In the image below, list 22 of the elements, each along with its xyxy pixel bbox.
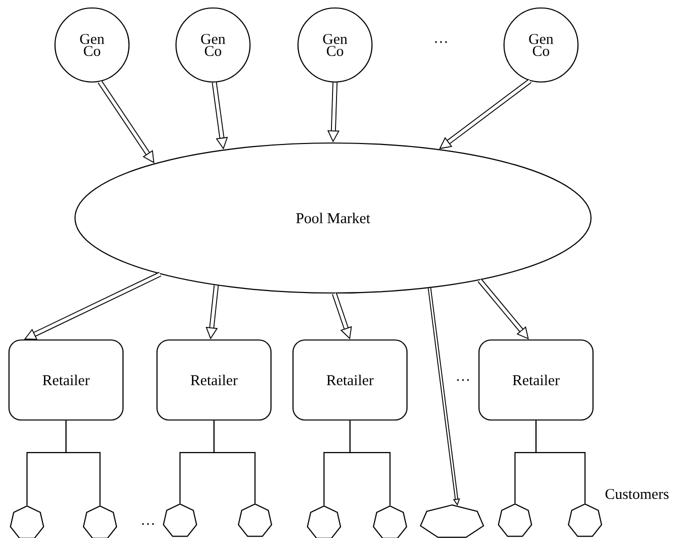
ellipsis: … <box>142 523 154 525</box>
customer-heptagon <box>498 503 532 537</box>
retailer-box: Retailer <box>8 339 124 421</box>
customer-heptagon <box>10 505 44 538</box>
customer-heptagon <box>372 505 408 538</box>
customer-heptagon <box>306 505 342 538</box>
tree-connector <box>535 420 586 504</box>
tree-connector <box>65 420 101 506</box>
tree-connector <box>349 420 391 506</box>
retailer-box: Retailer <box>156 339 272 421</box>
customer-heptagon <box>162 503 198 537</box>
double-arrow <box>478 278 529 340</box>
customers-label: Customers <box>606 488 669 500</box>
double-arrow <box>24 272 162 340</box>
ellipsis: … <box>435 41 447 43</box>
customer-heptagon <box>420 504 484 538</box>
customer-heptagon <box>238 503 272 537</box>
tree-connector <box>213 420 256 504</box>
retailer-box: Retailer <box>478 339 594 421</box>
retailer-box: Retailer <box>292 339 408 421</box>
customer-heptagon <box>82 505 118 538</box>
customer-heptagon <box>568 503 602 537</box>
